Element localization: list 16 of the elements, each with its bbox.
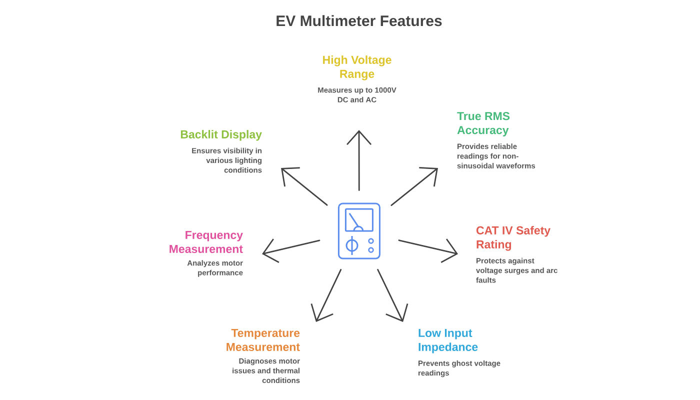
- feature-heading: Backlit Display: [180, 130, 262, 141]
- arrow: [390, 167, 438, 206]
- feature-heading: Temperature Measurement: [226, 329, 300, 352]
- arrow: [310, 268, 342, 322]
- multimeter-icon: [338, 202, 380, 260]
- arrow: [281, 167, 328, 206]
- feature-heading: Frequency Measurement: [170, 231, 243, 254]
- arrow: [398, 238, 458, 263]
- feature-heading: True RMS Accuracy: [457, 112, 510, 136]
- diagram-title: EV Multimeter Features: [276, 15, 442, 26]
- feature-heading: High Voltage Range: [323, 56, 392, 80]
- feature-heading: Low Input Impedance: [418, 329, 478, 354]
- arrow: [262, 238, 320, 263]
- arrow: [346, 130, 372, 191]
- feature-heading: CAT IV Safety Rating: [476, 226, 550, 251]
- arrow: [377, 268, 408, 322]
